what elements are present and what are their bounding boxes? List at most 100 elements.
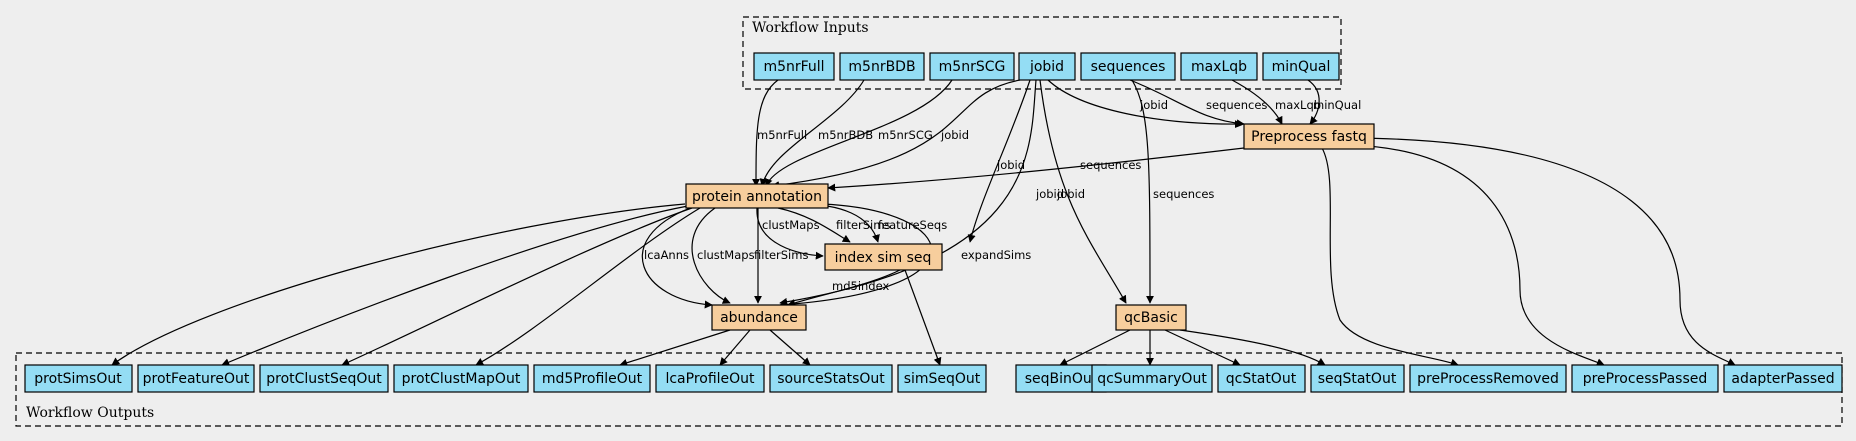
input-label-sequences: sequences — [1091, 59, 1166, 75]
edge-label-expandSims: expandSims — [961, 248, 1031, 262]
edge-label-m5nrSCG: m5nrSCG — [878, 128, 933, 142]
step-node-qcBasic[interactable]: qcBasic — [1115, 304, 1187, 331]
output-label-sourceStatsOut: sourceStatsOut — [777, 371, 885, 387]
edge-pa-protSimsOut — [111, 203, 686, 366]
output-node-simSeqOut[interactable]: simSeqOut — [897, 364, 987, 393]
edge-pf-preProcessPassed — [1349, 144, 1605, 366]
step-label-preprocess-fastq: Preprocess fastq — [1251, 129, 1367, 145]
edge-pa-protClustSeqOut — [341, 207, 693, 366]
output-label-adapterPassed: adapterPassed — [1731, 371, 1834, 387]
input-node-jobid[interactable]: jobid — [1018, 52, 1076, 81]
input-node-m5nrFull[interactable]: m5nrFull — [753, 52, 835, 81]
edge-pf-adapterPassed — [1351, 137, 1736, 366]
output-label-protFeatureOut: protFeatureOut — [143, 371, 250, 387]
output-label-seqStatOut: seqStatOut — [1318, 371, 1397, 387]
input-node-maxLqb[interactable]: maxLqb — [1180, 52, 1258, 81]
edge-label-sequences-pa: sequences — [1080, 158, 1141, 172]
edge-pa-protClustMapOut — [475, 207, 701, 366]
edge-jobid-idx — [967, 79, 1031, 243]
edge-label-jobid-pf: jobid — [1139, 98, 1168, 112]
edge-label-filterSims-ab: filterSims — [754, 248, 808, 262]
edge-maxLqb — [1231, 79, 1283, 125]
output-label-qcSummaryOut: qcSummaryOut — [1097, 371, 1207, 387]
step-node-preprocess-fastq[interactable]: Preprocess fastq — [1243, 123, 1375, 150]
output-node-protFeatureOut[interactable]: protFeatureOut — [137, 364, 255, 393]
edge-label-clustMaps-ab: clustMaps — [697, 248, 755, 262]
outputs-cluster-label: Workflow Outputs — [26, 405, 154, 421]
step-label-qcBasic: qcBasic — [1124, 310, 1178, 326]
edge-pa-idx-filterSims — [777, 207, 851, 243]
edge-jobid-pf — [1047, 79, 1243, 129]
output-node-qcSummaryOut[interactable]: qcSummaryOut — [1091, 364, 1213, 393]
edge-qc-seqStatOut — [1179, 329, 1326, 366]
output-label-preProcessPassed: preProcessPassed — [1583, 371, 1708, 387]
output-node-lcaProfileOut[interactable]: lcaProfileOut — [655, 364, 765, 393]
edge-jobid-qc — [1039, 79, 1127, 304]
edge-label-m5nrFull: m5nrFull — [757, 128, 807, 142]
edge-ab-sourceStatsOut — [769, 329, 811, 366]
input-node-minQual[interactable]: minQual — [1262, 52, 1340, 81]
output-node-protSimsOut[interactable]: protSimsOut — [24, 364, 133, 393]
edge-label-md5index: md5index — [832, 279, 889, 293]
output-label-lcaProfileOut: lcaProfileOut — [665, 371, 755, 387]
edge-minQual — [1307, 79, 1320, 125]
edge-qc-seqBinOut — [1059, 329, 1131, 366]
edge-label-jobid-ab: jobid — [1035, 187, 1064, 201]
edge-ab-md5ProfileOut — [619, 329, 731, 367]
step-label-protein-annotation: protein annotation — [692, 189, 822, 205]
edge-label-jobid-qc: jobid — [1056, 187, 1085, 201]
edge-jobid-pa — [771, 79, 1021, 190]
edge-m5nrSCG — [764, 79, 953, 187]
output-node-qcStatOut[interactable]: qcStatOut — [1217, 364, 1306, 393]
step-node-index-sim-seq[interactable]: index sim seq — [824, 243, 943, 271]
edge-sequences-pf — [1129, 79, 1245, 128]
input-node-m5nrSCG[interactable]: m5nrSCG — [929, 52, 1015, 81]
edge-pf-preProcessRemoved — [1321, 147, 1459, 367]
output-node-protClustSeqOut[interactable]: protClustSeqOut — [259, 364, 389, 393]
edge-m5nrFull — [752, 79, 779, 187]
edge-label-sequences-pf: sequences — [1206, 98, 1267, 112]
edge-pf-pa — [827, 147, 1245, 192]
output-node-seqBinOut[interactable]: seqBinOut — [1015, 364, 1107, 393]
edge-label-filterSims-idx: filterSims — [836, 218, 890, 232]
edge-label-minQual: minQual — [1313, 98, 1361, 112]
output-node-adapterPassed[interactable]: adapterPassed — [1723, 364, 1843, 393]
step-node-protein-annotation[interactable]: protein annotation — [685, 183, 829, 209]
output-node-md5ProfileOut[interactable]: md5ProfileOut — [533, 364, 651, 393]
edge-pa-protFeatureOut — [221, 205, 689, 366]
input-label-minQual: minQual — [1272, 59, 1331, 75]
edge-pa-ab-clustMaps — [691, 207, 731, 304]
edge-ab-lcaProfileOut — [719, 329, 751, 366]
input-label-m5nrSCG: m5nrSCG — [939, 59, 1006, 75]
output-node-seqStatOut[interactable]: seqStatOut — [1310, 364, 1405, 393]
step-node-abundance[interactable]: abundance — [711, 304, 807, 331]
output-node-protClustMapOut[interactable]: protClustMapOut — [393, 364, 529, 393]
edge-label-jobid-idx: jobid — [996, 158, 1025, 172]
edge-qc-qcStatOut — [1164, 329, 1241, 366]
output-label-preProcessRemoved: preProcessRemoved — [1417, 371, 1559, 387]
output-label-qcStatOut: qcStatOut — [1226, 371, 1297, 387]
edge-label-featureSeqs: featureSeqs — [878, 218, 947, 232]
edge-label-sequences-qc: sequences — [1153, 187, 1214, 201]
inputs-cluster-label: Workflow Inputs — [752, 20, 869, 36]
edge-idx-simSeqOut — [904, 269, 942, 366]
input-label-m5nrFull: m5nrFull — [763, 59, 824, 75]
output-label-simSeqOut: simSeqOut — [904, 371, 981, 387]
output-node-sourceStatsOut[interactable]: sourceStatsOut — [769, 364, 893, 393]
input-node-m5nrBDB[interactable]: m5nrBDB — [839, 52, 925, 81]
output-node-preProcessPassed[interactable]: preProcessPassed — [1571, 364, 1719, 393]
step-label-abundance: abundance — [720, 310, 798, 326]
input-label-maxLqb: maxLqb — [1191, 59, 1247, 75]
edge-label-jobid-pa: jobid — [940, 128, 969, 142]
output-node-preProcessRemoved[interactable]: preProcessRemoved — [1409, 364, 1567, 393]
edge-idx-ab — [787, 269, 901, 307]
edge-label-maxLqb: maxLqb — [1275, 98, 1321, 112]
output-label-seqBinOut: seqBinOut — [1025, 371, 1098, 387]
edge-m5nrBDB — [759, 79, 865, 187]
input-node-sequences[interactable]: sequences — [1080, 52, 1176, 81]
inputs-cluster — [742, 16, 1342, 90]
edge-label-clustMaps-idx: clustMaps — [762, 218, 820, 232]
input-label-m5nrBDB: m5nrBDB — [848, 59, 915, 75]
